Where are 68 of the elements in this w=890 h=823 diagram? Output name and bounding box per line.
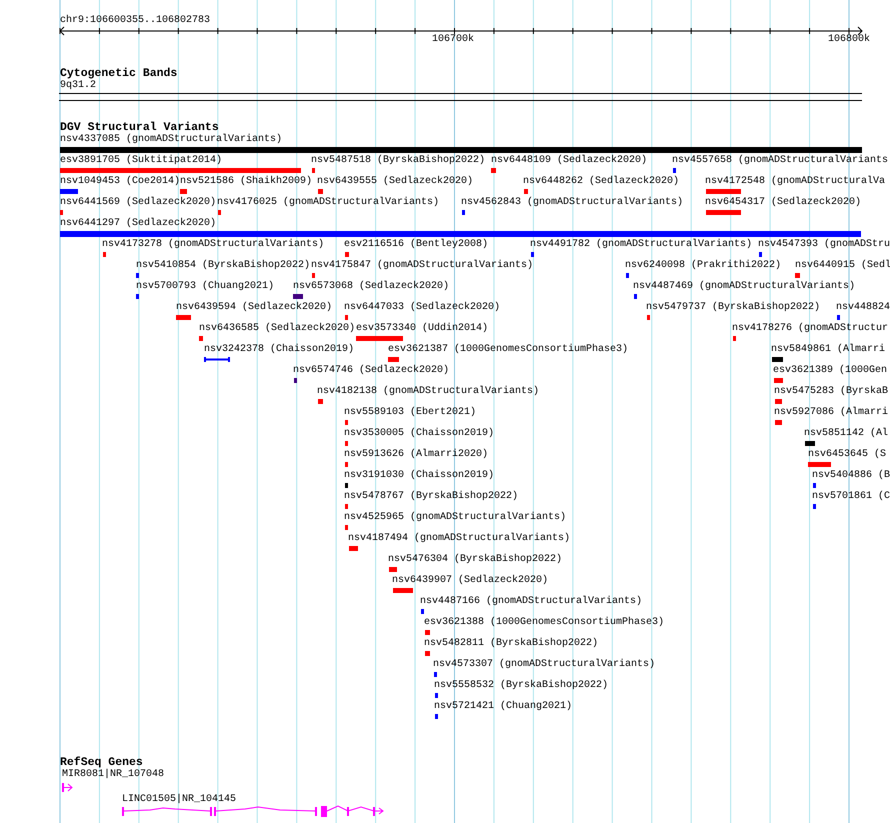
variant-label: nsv5479737 (ByrskaBishop2022) bbox=[646, 302, 820, 314]
variant-label: nsv5851142 (Al bbox=[804, 428, 888, 440]
variant-label: nsv5482811 (ByrskaBishop2022) bbox=[424, 638, 598, 650]
variant-label: nsv4487469 (gnomADStructuralVariants) bbox=[633, 281, 856, 293]
track-heading: Cytogenetic Bands bbox=[60, 67, 178, 80]
variant-label: nsv3191030 (Chaisson2019) bbox=[344, 470, 494, 482]
variant-label: nsv6447033 (Sedlazeck2020) bbox=[344, 302, 500, 314]
variant-label: nsv6441297 (Sedlazeck2020) bbox=[60, 218, 216, 230]
band-label: 9q31.2 bbox=[60, 80, 96, 92]
track-heading: DGV Structural Variants bbox=[60, 121, 219, 134]
variant-label: nsv4562843 (gnomADStructuralVariants) bbox=[461, 197, 684, 209]
variant-label: nsv4182138 (gnomADStructuralVariants) bbox=[317, 386, 540, 398]
tick-label: 106800k bbox=[828, 34, 870, 46]
variant-label: nsv448824 bbox=[836, 302, 890, 314]
variant-label: nsv521586 (Shaikh2009) bbox=[180, 176, 312, 188]
variant-label: nsv6573068 (Sedlazeck2020) bbox=[293, 281, 450, 293]
variant-label: nsv4547393 (gnomADStru bbox=[758, 239, 890, 251]
variant-label: nsv5913626 (Almarri2020) bbox=[344, 449, 488, 461]
variant-label: nsv5558532 (ByrskaBishop2022) bbox=[434, 680, 608, 692]
tick-label: 106700k bbox=[432, 34, 474, 46]
variant-label: esv2116516 (Bentley2008) bbox=[344, 239, 488, 251]
variant-label: esv3621387 (1000GenomesConsortiumPhase3) bbox=[388, 344, 628, 356]
variant-label: nsv4187494 (gnomADStructuralVariants) bbox=[348, 533, 570, 545]
variant-label: nsv6240098 (Prakrithi2022) bbox=[625, 260, 782, 272]
variant-label: nsv4337085 (gnomADStructuralVariants) bbox=[60, 134, 282, 146]
variant-label: nsv6454317 (Sedlazeck2020) bbox=[705, 197, 862, 209]
variant-label: nsv3530005 (Chaisson2019) bbox=[344, 428, 494, 440]
variant-label: nsv6448262 (Sedlazeck2020) bbox=[523, 176, 680, 188]
variant-label: esv3621388 (1000GenomesConsortiumPhase3) bbox=[424, 617, 664, 629]
variant-label: esv3573340 (Uddin2014) bbox=[356, 323, 488, 335]
variant-label: nsv6436585 (Sedlazeck2020) bbox=[199, 323, 356, 335]
variant-label: esv3891705 (Suktitipat2014) bbox=[60, 155, 222, 167]
variant-label: nsv5927086 (Almarri bbox=[774, 407, 888, 419]
track-heading: RefSeq Genes bbox=[60, 756, 143, 769]
variant-label: nsv6439555 (Sedlazeck2020) bbox=[317, 176, 474, 188]
gene-label: LINC01505|NR_104145 bbox=[122, 794, 236, 806]
variant-label: nsv4178276 (gnomADStructur bbox=[732, 323, 888, 335]
variant-label: nsv4525965 (gnomADStructuralVariants) bbox=[344, 512, 566, 524]
variant-label: nsv5701861 (C bbox=[812, 491, 890, 503]
variant-label: nsv4175847 (gnomADStructuralVariants) bbox=[311, 260, 534, 272]
variant-label: nsv5410854 (ByrskaBishop2022) bbox=[136, 260, 310, 272]
variant-label: nsv4487166 (gnomADStructuralVariants) bbox=[420, 596, 642, 608]
variant-label: nsv6439907 (Sedlazeck2020) bbox=[392, 575, 548, 587]
ruler-label: chr9:106600355..106802783 bbox=[60, 15, 210, 27]
variant-label: nsv5404886 (B bbox=[812, 470, 890, 482]
variant-label: nsv6441569 (Sedlazeck2020) bbox=[60, 197, 216, 209]
variant-label: nsv4172548 (gnomADStructuralVa bbox=[705, 176, 886, 188]
variant-label: nsv4176025 (gnomADStructuralVariants) bbox=[217, 197, 440, 209]
variant-label: nsv4173278 (gnomADStructuralVariants) bbox=[102, 239, 324, 251]
gene-label: MIR8081|NR_107048 bbox=[62, 769, 164, 781]
variant-label: nsv6453645 (S bbox=[808, 449, 886, 461]
variant-label: nsv5700793 (Chuang2021) bbox=[136, 281, 274, 293]
variant-label: nsv5589103 (Ebert2021) bbox=[344, 407, 476, 419]
variant-label: nsv6574746 (Sedlazeck2020) bbox=[293, 365, 450, 377]
variant-label: nsv1049453 (Coe2014) bbox=[60, 176, 180, 188]
variant-label: nsv6439594 (Sedlazeck2020) bbox=[176, 302, 332, 314]
variant-label: nsv4573307 (gnomADStructuralVariants) bbox=[433, 659, 656, 671]
variant-label: nsv5721421 (Chuang2021) bbox=[434, 701, 572, 713]
variant-label: nsv5849861 (Almarri bbox=[771, 344, 886, 356]
variant-label: nsv3242378 (Chaisson2019) bbox=[204, 344, 354, 356]
variant-label: nsv5475283 (ByrskaB bbox=[774, 386, 888, 398]
variant-label: nsv5487518 (ByrskaBishop2022) bbox=[311, 155, 486, 167]
variant-label: nsv6448109 (Sedlazeck2020) bbox=[491, 155, 648, 167]
variant-label: esv3621389 (1000Gen bbox=[773, 365, 888, 377]
variant-label: nsv4491782 (gnomADStructuralVariants) bbox=[530, 239, 752, 251]
variant-label: nsv4557658 (gnomADStructuralVariants bbox=[672, 155, 888, 167]
variant-label: nsv5478767 (ByrskaBishop2022) bbox=[344, 491, 518, 503]
variant-label: nsv5476304 (ByrskaBishop2022) bbox=[388, 554, 562, 566]
